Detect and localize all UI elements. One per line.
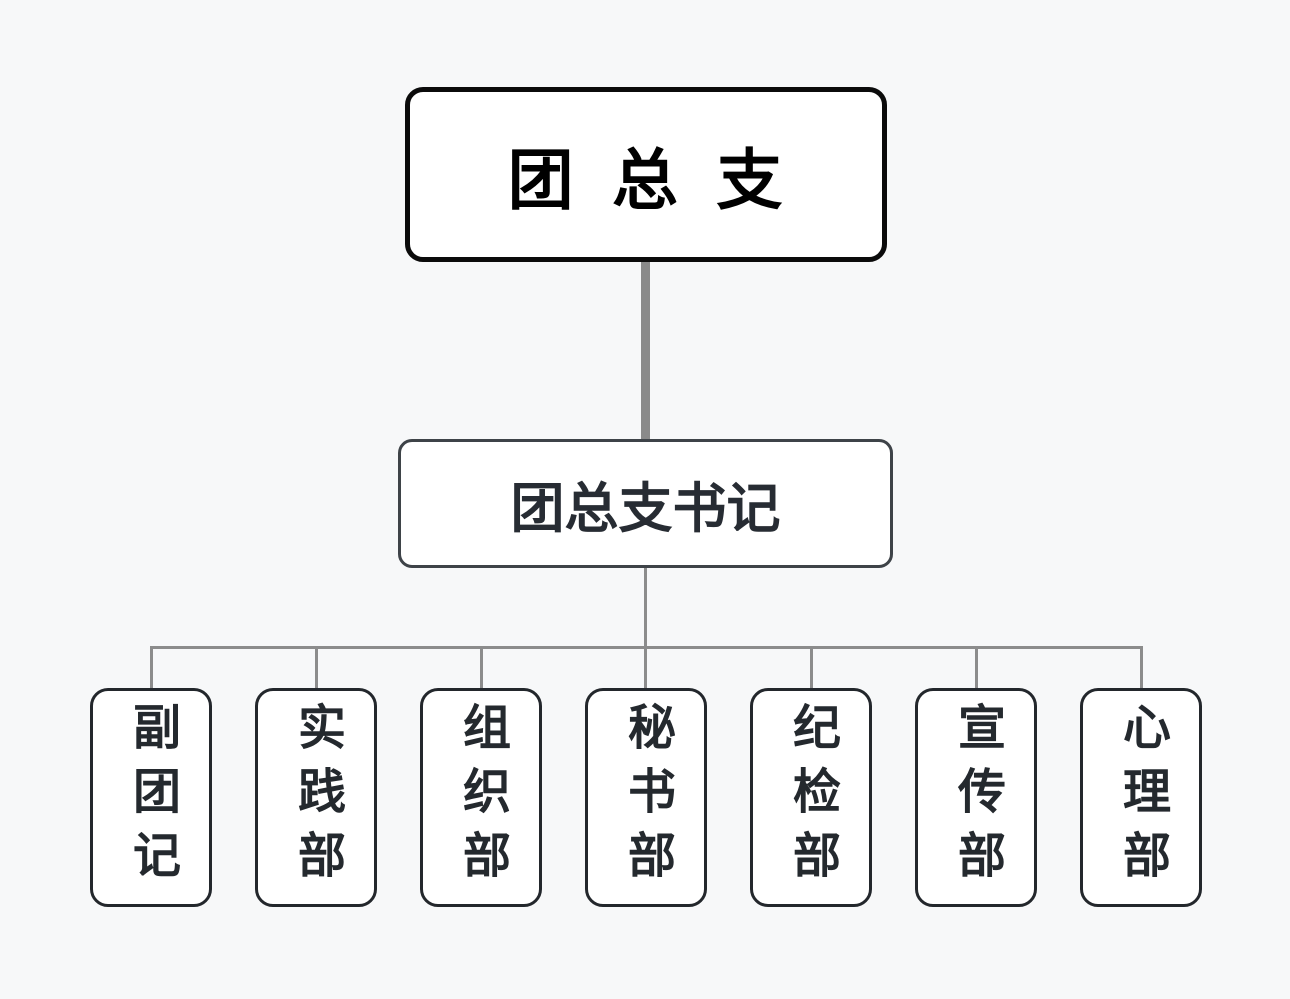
connector-drop-3 [480,646,483,690]
connector-drop-5 [810,646,813,690]
node-dept-vice-secretary: 副团记 [90,688,212,907]
node-dept-psychology: 心理部 [1080,688,1202,907]
node-dept-publicity: 宣传部 [915,688,1037,907]
node-secretary: 团总支书记 [398,439,893,568]
dept-label: 副团记 [125,701,178,894]
node-dept-practice: 实践部 [255,688,377,907]
dept-label: 实践部 [290,701,343,894]
dept-label: 秘书部 [620,701,673,894]
connector-drop-6 [975,646,978,690]
connector-secretary-stem [644,568,647,648]
dept-label: 纪检部 [785,701,838,894]
dept-label: 宣传部 [950,701,1003,894]
dept-label: 组织部 [455,701,508,894]
node-dept-secretariat: 秘书部 [585,688,707,907]
node-dept-discipline: 纪检部 [750,688,872,907]
connector-drop-2 [315,646,318,690]
connector-drop-7 [1140,646,1143,690]
connector-drop-1 [150,646,153,690]
dept-label: 心理部 [1115,701,1168,894]
connector-root-to-secretary [641,262,650,439]
connector-drop-4 [644,646,647,690]
node-dept-organization: 组织部 [420,688,542,907]
node-league-general-branch: 团 总 支 [405,87,887,262]
